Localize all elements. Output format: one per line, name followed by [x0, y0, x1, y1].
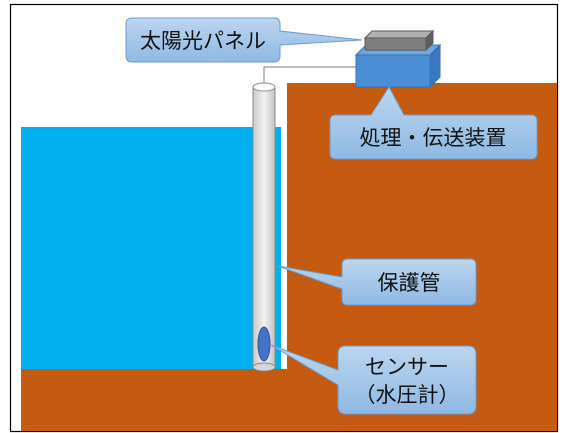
soil-region	[21, 83, 557, 431]
solar-panel-icon	[363, 29, 435, 52]
solar-panel-label: 太陽光パネル	[140, 29, 266, 53]
water-region	[21, 127, 281, 369]
protective-pipe	[252, 82, 276, 372]
sensor-label-line1: センサー	[365, 355, 449, 379]
processing-transmission-device-icon	[354, 43, 442, 89]
sensor-label-line2: （水圧計）	[355, 383, 460, 407]
processing-unit-label: 処理・伝送装置	[360, 126, 507, 150]
callout-solar-panel: 太陽光パネル	[125, 17, 363, 63]
signal-cable	[263, 66, 356, 90]
protective-pipe-label: 保護管	[378, 271, 441, 295]
callout-processing-unit: 処理・伝送装置	[329, 86, 538, 160]
water-pressure-sensor-icon	[257, 326, 271, 362]
callout-protective-pipe: 保護管	[277, 258, 477, 306]
callout-sensor: センサー （水圧計）	[270, 344, 477, 415]
